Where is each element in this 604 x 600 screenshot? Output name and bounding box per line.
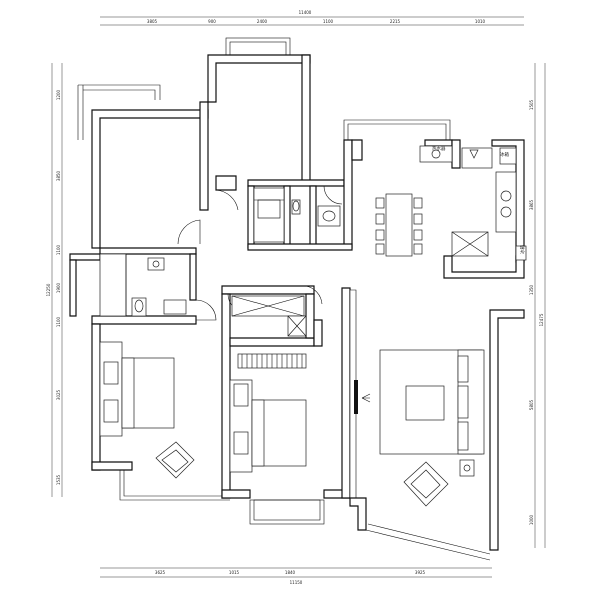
top-total-label: 11400 xyxy=(299,10,312,15)
right-total-label: 12475 xyxy=(539,313,544,326)
right-dimension: 1505 3865 1350 12475 5805 1000 xyxy=(529,63,546,548)
left-seg-2: 3850 xyxy=(56,170,61,181)
bathroom-top xyxy=(253,187,341,243)
top-dimension: 11400 3805 900 2400 1100 2215 1010 xyxy=(100,10,524,26)
tv xyxy=(354,380,358,414)
bottom-seg-1: 3625 xyxy=(155,570,166,575)
doors xyxy=(177,185,343,321)
left-seg-5: 1100 xyxy=(56,316,61,327)
bedroom-middle xyxy=(229,295,307,473)
living-room xyxy=(354,349,485,507)
right-seg-3: 1350 xyxy=(529,284,534,295)
right-seg-5: 1000 xyxy=(529,514,534,525)
kitchen: 热水器 冰箱 冰箱 xyxy=(375,145,527,261)
right-seg-1: 1505 xyxy=(529,99,534,110)
bottom-dimension: 3625 1015 1840 3925 11150 xyxy=(100,567,492,585)
bottom-total-label: 11150 xyxy=(290,580,303,585)
kitchen-label-2: 冰箱 xyxy=(500,151,509,158)
left-seg-4: 1900 xyxy=(56,282,61,293)
left-seg-6: 3025 xyxy=(56,389,61,400)
top-seg-1: 3805 xyxy=(147,19,158,24)
right-seg-4: 5805 xyxy=(529,399,534,410)
top-seg-3: 2400 xyxy=(257,19,268,24)
bottom-seg-3: 1840 xyxy=(285,570,296,575)
bathroom-left xyxy=(99,253,187,317)
left-seg-3: 1100 xyxy=(56,244,61,255)
kitchen-label-3: 冰箱 xyxy=(519,245,526,254)
bedroom-left xyxy=(99,341,195,479)
left-seg-1: 1200 xyxy=(56,89,61,100)
top-seg-4: 1100 xyxy=(323,19,334,24)
wardrobe-hangers xyxy=(241,354,303,368)
bottom-seg-2: 1015 xyxy=(229,570,240,575)
top-seg-2: 900 xyxy=(208,19,216,24)
walls xyxy=(69,54,525,551)
kitchen-label-1: 热水器 xyxy=(432,145,446,152)
balconies xyxy=(77,37,491,561)
left-total-label: 12250 xyxy=(46,283,51,296)
bottom-seg-4: 3925 xyxy=(415,570,426,575)
left-seg-7: 1535 xyxy=(56,474,61,485)
left-dimension: 12250 1200 3850 1100 1900 1100 3025 1535 xyxy=(46,63,63,497)
right-seg-2: 3865 xyxy=(529,199,534,210)
top-seg-6: 1010 xyxy=(475,19,486,24)
top-seg-5: 2215 xyxy=(390,19,401,24)
